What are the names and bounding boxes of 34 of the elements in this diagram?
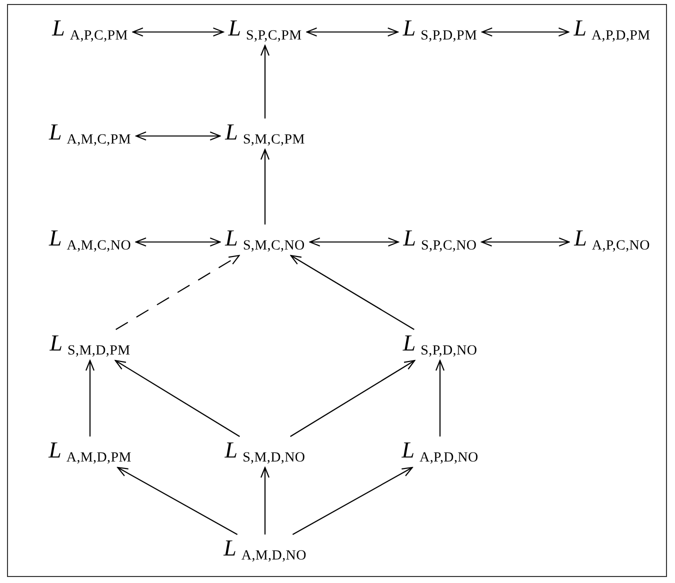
math-label: L$_{S,M,D,NO}$ xyxy=(220,436,310,468)
math-label: L$_{A,M,D,NO}$ xyxy=(218,534,312,566)
arrow xyxy=(260,44,270,118)
arrow xyxy=(260,466,270,534)
math-label: L$_{S,M,D,PM}$ xyxy=(44,330,136,360)
math-label: L$_{S,P,C,NO}$ xyxy=(398,224,482,256)
arrow xyxy=(114,360,240,437)
arrow xyxy=(85,360,95,436)
arrow xyxy=(481,237,570,247)
math-label: L$_{A,P,C,PM}$ xyxy=(47,14,133,46)
arrow xyxy=(292,466,413,535)
arrow xyxy=(135,237,221,247)
arrow xyxy=(309,237,399,247)
math-label: L$_{A,M,C,PM}$ xyxy=(44,118,136,150)
math-label: L$_{A,P,D,PM}$ xyxy=(568,14,656,46)
math-label: L$_{S,P,D,NO}$ xyxy=(398,330,482,360)
arrow xyxy=(135,131,221,141)
math-label: L$_{A,P,D,NO}$ xyxy=(396,436,484,468)
arrow xyxy=(117,466,238,535)
math-label: L$_{A,M,D,PM}$ xyxy=(44,436,136,468)
math-label: L$_{A,P,C,NO}$ xyxy=(569,224,655,256)
arrow xyxy=(435,360,445,436)
math-label: L$_{S,P,C,PM}$ xyxy=(223,14,307,46)
arrow xyxy=(132,27,224,37)
math-label: L$_{A,M,C,NO}$ xyxy=(44,224,136,256)
arrow xyxy=(116,254,240,330)
arrow xyxy=(290,360,416,437)
math-label: L$_{S,P,D,PM}$ xyxy=(398,14,482,46)
math-label: L$_{S,M,C,PM}$ xyxy=(220,118,310,150)
arrow xyxy=(260,148,270,224)
arrow xyxy=(290,254,414,330)
math-label: L$_{S,M,C,NO}$ xyxy=(220,224,310,256)
arrow xyxy=(482,27,570,37)
arrow xyxy=(306,27,398,37)
